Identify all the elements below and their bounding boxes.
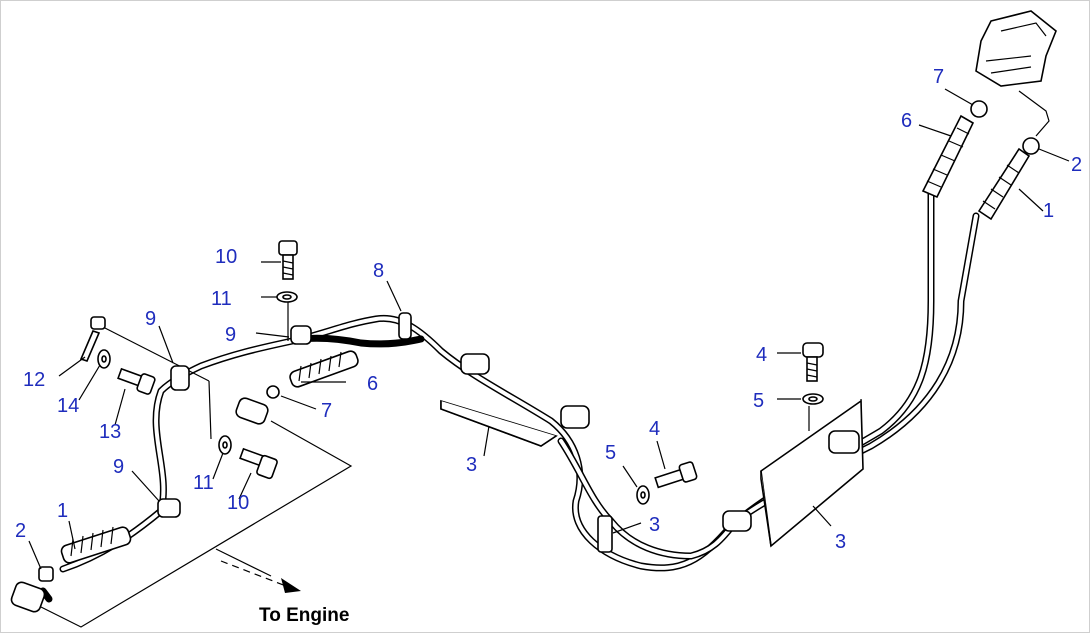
- callout-10-low: 10: [227, 492, 249, 514]
- callout-1-left: 1: [57, 500, 68, 522]
- callout-7-right: 7: [933, 66, 944, 88]
- callout-11-top: 11: [211, 288, 232, 310]
- callout-10-top: 10: [215, 246, 237, 268]
- fitting-12: [79, 316, 106, 362]
- callout-6-left: 6: [367, 373, 378, 395]
- bolt-10-low: [239, 447, 278, 480]
- sleeve-6-left: [289, 350, 359, 388]
- washer-14: [97, 349, 111, 369]
- callout-9-mid: 9: [225, 324, 236, 346]
- elbow-7-left: [235, 385, 280, 425]
- elbow-bottom-left: [10, 581, 46, 613]
- to-engine-label: To Engine: [259, 605, 349, 626]
- bolt-10-top: [278, 240, 298, 280]
- clamp-3b: [597, 515, 613, 553]
- callout-labels: 10 11 9 9 8 6 7 12 14 13 11 10 9 1 2 3 5…: [15, 66, 1082, 553]
- sleeve-1-left: [60, 526, 132, 564]
- callout-9-left: 9: [145, 308, 156, 330]
- callout-14: 14: [57, 395, 79, 417]
- to-engine-arrow: [220, 560, 301, 593]
- guard-plate-a: [440, 399, 558, 447]
- elbow-7-right: [970, 100, 988, 118]
- callout-6-right: 6: [901, 110, 912, 132]
- callout-11-low: 11: [193, 472, 214, 494]
- callout-2-left: 2: [15, 520, 26, 542]
- sleeve-1-right: [977, 147, 1031, 221]
- callout-5-mid: 5: [605, 442, 616, 464]
- clip-2-right: [1022, 137, 1040, 155]
- callout-4-mid: 4: [649, 418, 660, 440]
- callout-3-b: 3: [649, 514, 660, 536]
- bolt-13: [117, 367, 156, 395]
- clamps: [157, 312, 860, 532]
- callout-9-low: 9: [113, 456, 124, 478]
- bolt-4-right: [802, 342, 824, 382]
- callout-13: 13: [99, 421, 121, 443]
- callout-3-c: 3: [835, 531, 846, 553]
- washer-5-right: [802, 393, 824, 405]
- callout-leaders: [28, 88, 1070, 570]
- guard-plate-c: [760, 399, 864, 548]
- callout-1-right: 1: [1043, 200, 1054, 222]
- washer-5-mid: [636, 485, 650, 505]
- callout-8: 8: [373, 260, 384, 282]
- sleeve-6-right: [921, 114, 975, 199]
- callout-5-right: 5: [753, 390, 764, 412]
- washer-11-top: [276, 291, 298, 303]
- callout-12: 12: [23, 369, 45, 391]
- callout-4-right: 4: [756, 344, 767, 366]
- callout-3-a: 3: [466, 454, 477, 476]
- valve-top-right: [975, 10, 1057, 87]
- bolt-4-mid: [654, 461, 698, 489]
- clip-2-left: [38, 566, 54, 582]
- reference-lines: [40, 90, 1050, 628]
- callout-7-left: 7: [321, 400, 332, 422]
- callout-2-right: 2: [1071, 154, 1082, 176]
- washer-11-low: [218, 435, 232, 455]
